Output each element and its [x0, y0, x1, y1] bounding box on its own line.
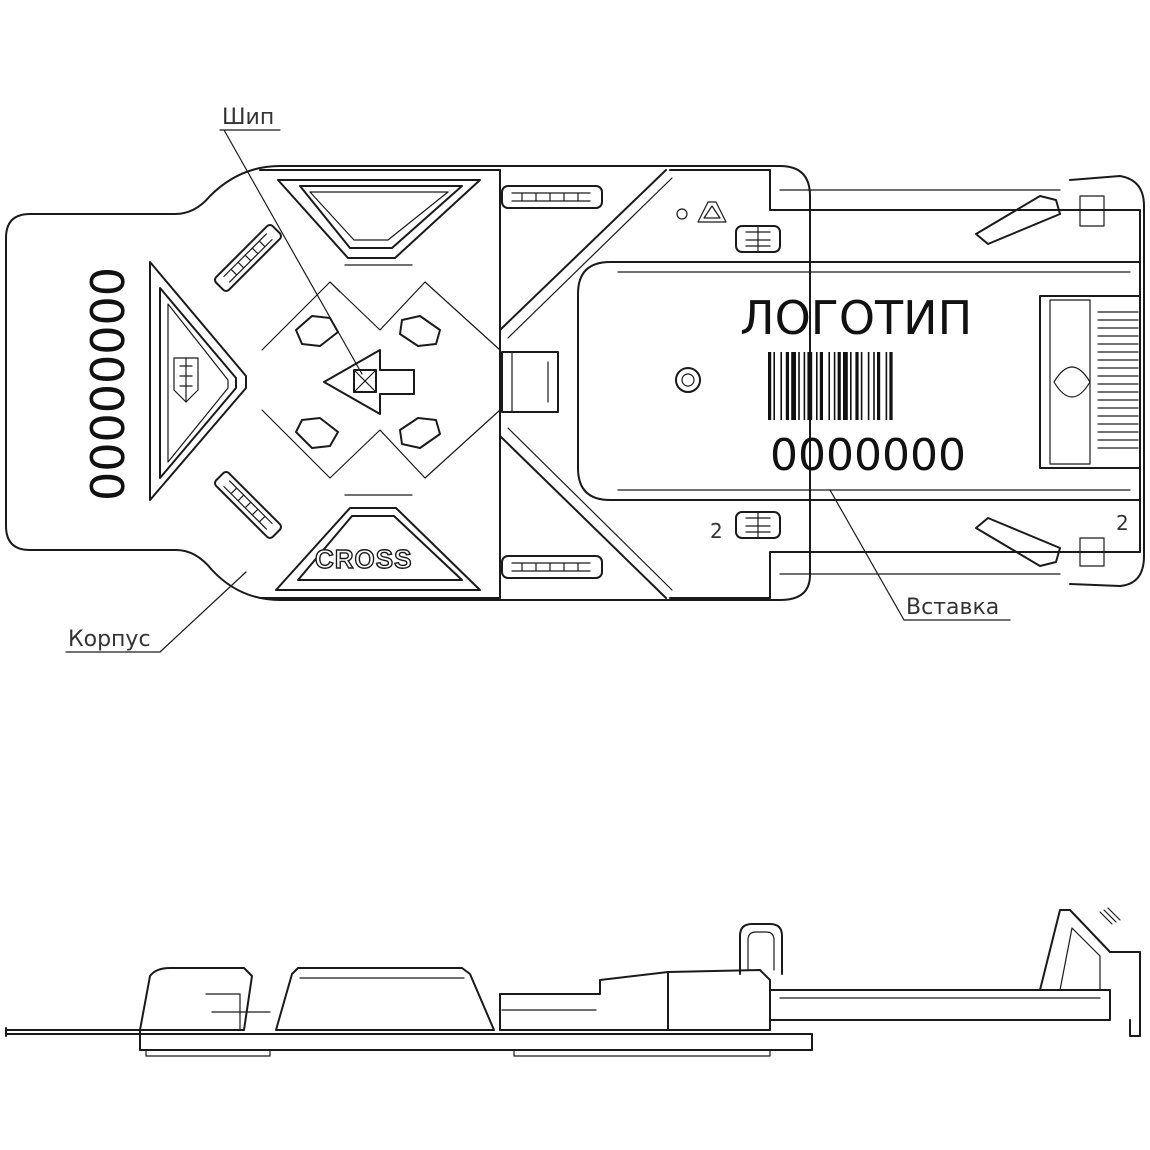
- slot-upper-left: [214, 224, 282, 292]
- barcode-bar: [885, 352, 888, 420]
- slot-lower-left: [214, 471, 282, 539]
- insert-logo: ЛОГОТИП: [740, 291, 972, 345]
- barcode-bar: [768, 352, 772, 420]
- callout-spike-label: Шип: [222, 105, 274, 130]
- side-hump: [275, 967, 495, 1031]
- end-cap: [1069, 175, 1145, 587]
- tail-number: 00000000: [79, 267, 133, 501]
- slot-top: [501, 185, 603, 209]
- barcode-bar: [819, 352, 823, 420]
- insert-hole: [675, 367, 701, 393]
- bottom-triangle-pad: CROSS: [275, 507, 481, 591]
- barcode-bar: [860, 352, 863, 420]
- seal-side-view: [5, 907, 1141, 1057]
- barcode-bar: [780, 352, 782, 420]
- side-base-plate: [5, 1029, 813, 1051]
- barcode-bar: [843, 352, 848, 420]
- barcode-bar: [850, 352, 852, 420]
- barcode-bar: [816, 352, 818, 420]
- callout-body-label: Корпус: [68, 627, 151, 652]
- seal-top-view: CROSS: [5, 105, 1145, 653]
- insert-clip: [1039, 295, 1141, 469]
- callout-spike: Шип: [219, 105, 363, 375]
- side-post: [739, 923, 783, 975]
- barcode-bar: [837, 352, 841, 420]
- callout-body: Корпус: [65, 571, 247, 653]
- tail-plate: [5, 165, 811, 601]
- housing-chevron: [499, 169, 667, 599]
- barcode-bar: [807, 352, 813, 420]
- insert-carrier: [577, 261, 1141, 501]
- center-cross: [261, 264, 501, 496]
- alpha-shield-logo-icon: [173, 357, 199, 403]
- barcode-bar: [773, 352, 775, 420]
- barcode-icon: [768, 352, 893, 420]
- latch-bottom: [975, 517, 1061, 567]
- left-triangle-pad: [149, 261, 247, 501]
- barcode-bar: [828, 352, 830, 420]
- lock-tab-bottom: [735, 511, 781, 539]
- callout-insert-label: Вставка: [906, 595, 999, 620]
- side-end-cap: [1039, 909, 1141, 1037]
- size-mark-left: 2: [710, 519, 723, 543]
- callout-insert: Вставка: [829, 489, 1011, 621]
- barcode-bar: [798, 352, 800, 420]
- barcode-bar: [873, 352, 875, 420]
- barcode-bar: [791, 352, 796, 420]
- barcode-bar: [877, 352, 881, 420]
- barcode-bar: [803, 352, 806, 420]
- cross-emboss: CROSS: [315, 544, 412, 574]
- lock-tab-top: [735, 225, 781, 253]
- latch-top: [975, 195, 1061, 245]
- spike: [353, 369, 377, 393]
- barcode-bar: [855, 352, 859, 420]
- top-triangle-pad: [277, 179, 481, 259]
- recycling-icon: [676, 201, 727, 223]
- size-mark-right: 2: [1116, 511, 1129, 535]
- slot-bottom: [501, 555, 603, 579]
- barcode-bar: [833, 352, 836, 420]
- insert-barcode-number: 0000000: [770, 430, 966, 481]
- barcode-bar: [867, 352, 870, 420]
- arrow-icon: [323, 349, 415, 415]
- housing-outline: [259, 169, 501, 599]
- barcode-bar: [785, 352, 789, 420]
- barcode-bar: [889, 352, 893, 420]
